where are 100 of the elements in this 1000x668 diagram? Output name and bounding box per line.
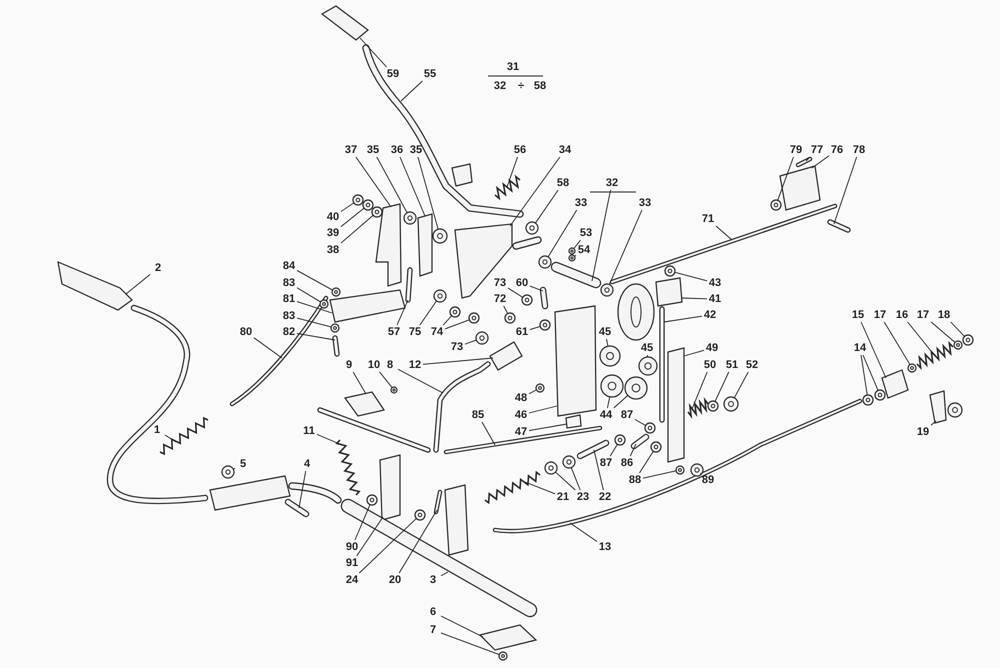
leader-line <box>714 372 730 402</box>
leader-line <box>674 272 708 282</box>
leader-line <box>440 572 448 576</box>
callout-number: 41 <box>708 293 722 305</box>
bushing <box>600 283 614 297</box>
leader-line <box>862 354 878 391</box>
leader-line <box>930 321 956 343</box>
callout-number: 71 <box>702 213 714 225</box>
leader-line <box>510 156 560 226</box>
washer <box>539 319 551 331</box>
callout-number: 73 <box>494 277 506 289</box>
callout-number: 46 <box>514 409 528 421</box>
leader-line <box>400 156 426 216</box>
callout-number: 18 <box>938 309 950 321</box>
pedal-arm <box>362 44 524 218</box>
callout-number: 60 <box>516 277 528 289</box>
callout-number: 80 <box>240 326 252 338</box>
callout-number: 84 <box>282 260 296 272</box>
bolt <box>284 498 310 518</box>
leader-line <box>400 80 423 102</box>
callout-number: 13 <box>598 541 612 553</box>
callout-number: 38 <box>326 244 340 256</box>
leader-line <box>700 472 702 474</box>
leader-line <box>642 470 677 479</box>
bushing <box>538 255 552 269</box>
callout-number: 53 <box>580 227 592 239</box>
callout-number: 75 <box>408 326 422 338</box>
pin <box>390 386 398 394</box>
leader-line <box>684 350 704 356</box>
washer <box>568 254 576 262</box>
callout-number: 36 <box>390 144 404 156</box>
leader-line <box>834 156 858 224</box>
leader-line <box>574 254 576 257</box>
bracket <box>929 390 947 424</box>
leader-line <box>528 424 568 432</box>
bracket <box>478 624 538 651</box>
leader-line <box>419 300 438 326</box>
washer <box>449 306 461 318</box>
callout-number: 4 <box>304 458 310 470</box>
pedal-plate <box>209 475 291 511</box>
leader-line <box>360 38 388 68</box>
callout-number: 77 <box>810 144 824 156</box>
leader-line <box>440 616 484 638</box>
callout-number: 15 <box>852 309 864 321</box>
callout-number: 34 <box>558 144 572 156</box>
link-plate <box>329 289 406 323</box>
callout-number: 52 <box>746 359 758 371</box>
callout-number: 87 <box>600 457 612 469</box>
spring <box>335 439 361 496</box>
leader-line <box>812 155 830 168</box>
washer <box>953 340 963 350</box>
split-pin <box>796 156 812 168</box>
leader-line <box>340 214 374 244</box>
leader-line <box>534 190 559 224</box>
nut <box>947 402 963 418</box>
leader-line <box>296 287 322 302</box>
bracket <box>344 391 385 417</box>
leader-line <box>608 210 642 285</box>
callout-number: 17 <box>874 309 886 321</box>
callout-number: 20 <box>388 574 402 586</box>
callout-number: 1 <box>154 424 160 436</box>
washer <box>468 312 480 324</box>
spring <box>160 416 208 456</box>
callout-number: 5 <box>240 458 246 470</box>
leader-line <box>358 518 417 574</box>
mounting-plate <box>554 305 597 417</box>
leader-line <box>528 389 537 394</box>
callout-number: 49 <box>706 342 718 354</box>
bolt-head <box>498 651 508 661</box>
callout-number: 86 <box>620 457 634 469</box>
leader-line <box>396 300 408 326</box>
leader-line <box>692 372 708 410</box>
leader-line <box>594 450 604 490</box>
callout-number: 73 <box>450 341 464 353</box>
callout-number: 45 <box>598 326 612 338</box>
callout-number: 43 <box>708 277 722 289</box>
leader-line <box>482 422 496 446</box>
leader-line <box>950 322 965 337</box>
callout-number: 42 <box>704 309 716 321</box>
bushing <box>366 494 378 506</box>
leader-line <box>570 467 581 490</box>
leader-line <box>232 468 236 470</box>
leader-line <box>356 516 384 556</box>
leader-line <box>570 522 598 542</box>
nut <box>475 331 489 345</box>
washer <box>874 389 886 401</box>
leader-line <box>506 156 518 188</box>
leader-line <box>734 372 749 398</box>
callout-number: 55 <box>424 68 436 80</box>
leader-line <box>352 372 366 394</box>
leader-line <box>528 406 558 414</box>
part-number-label: 31 <box>506 61 520 73</box>
callout-number: 35 <box>410 144 422 156</box>
callout-number: 76 <box>830 144 844 156</box>
washer <box>432 228 448 244</box>
leader-line <box>530 286 544 292</box>
callout-number: 91 <box>346 557 358 569</box>
part-number-label: 58 <box>534 80 546 92</box>
leader-line <box>376 156 408 214</box>
callout-number: 33 <box>638 197 652 209</box>
